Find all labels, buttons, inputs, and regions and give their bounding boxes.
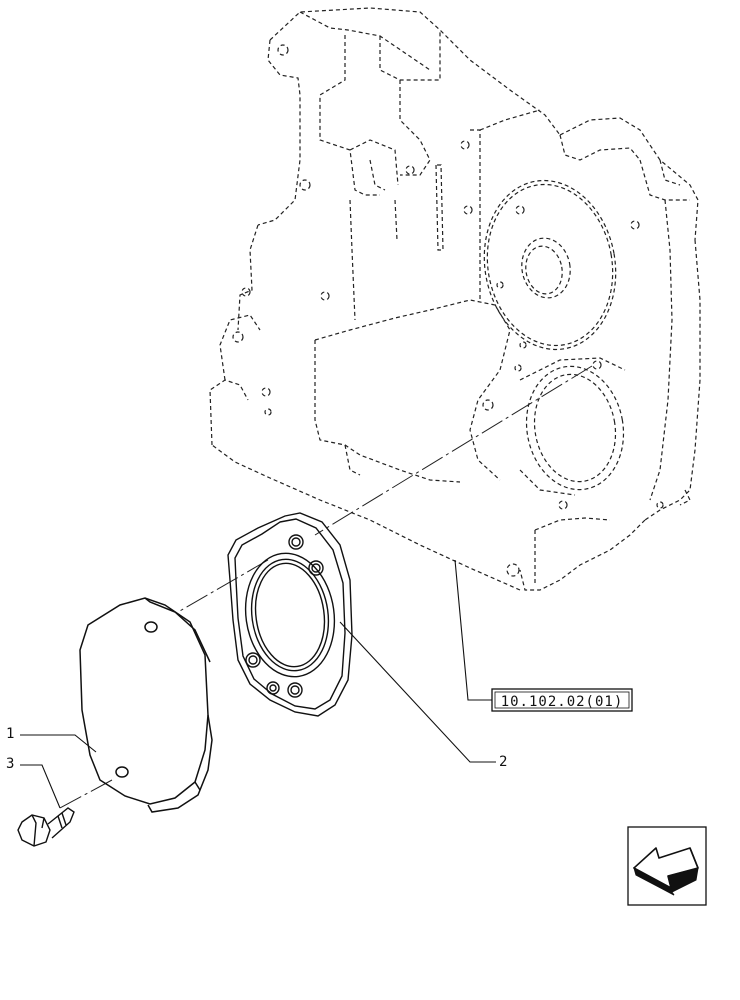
- bolt-part: [17, 807, 75, 847]
- callout-part-1: 1: [6, 726, 14, 742]
- callout-part-3: 3: [6, 756, 14, 772]
- leader-part-1: [20, 734, 97, 753]
- gasket-part: [227, 512, 353, 717]
- assembly-center-line: [59, 365, 593, 809]
- reference-box[interactable]: 10.102.02(01): [491, 688, 633, 712]
- leader-reference: [454, 559, 492, 701]
- callout-part-2: 2: [499, 754, 507, 770]
- leader-part-3: [20, 764, 61, 809]
- leader-lines: [20, 559, 496, 809]
- previous-page-arrow-icon[interactable]: [627, 826, 707, 906]
- cover-plate-part: [79, 597, 213, 813]
- engine-housing-outline: [209, 7, 701, 591]
- leader-part-2: [339, 621, 496, 763]
- reference-code: 10.102.02(01): [501, 694, 624, 710]
